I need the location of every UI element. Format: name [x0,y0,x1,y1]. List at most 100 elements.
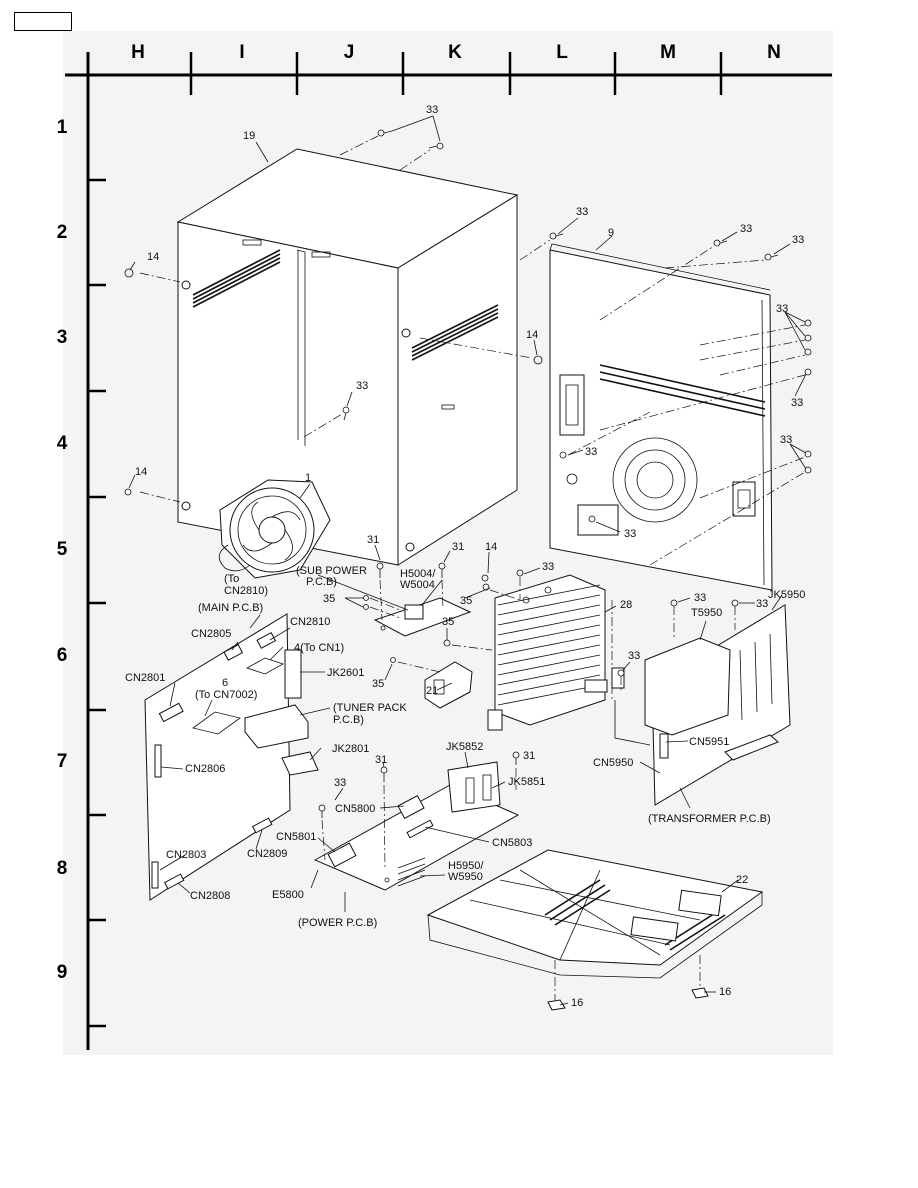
foot-left [547,999,566,1011]
part-ref-16-left: 16 [571,997,583,1009]
label-cn2808: CN2808 [190,890,230,902]
screw-ref-33: 33 [694,592,706,604]
label-h5950: H5950/ [448,860,484,872]
label-jk2801: JK2801 [332,743,369,755]
note-to-cn1: 4(To CN1) [294,642,344,654]
label-jk5950: JK5950 [768,589,805,601]
part-ref-9: 9 [608,227,614,239]
note-to-cn2810: (To [224,573,239,585]
screw-ref-14: 14 [147,251,159,263]
screw-ref-35: 35 [442,616,454,628]
row-label-2: 2 [57,222,68,243]
label-cn2803: CN2803 [166,849,206,861]
part-ref-1: 1 [305,472,311,484]
screw-ref-31: 31 [452,541,464,553]
row-label-5: 5 [57,539,68,560]
label-cn2806: CN2806 [185,763,225,775]
part-ref-19: 19 [243,130,255,142]
label-cn5800: CN5800 [335,803,375,815]
label-cn2801: CN2801 [125,672,165,684]
column-label-n: N [767,42,781,63]
part-ref-21: 21 [426,685,438,697]
note-to-cn7002: (To CN7002) [195,689,257,701]
screw-ref-33: 33 [792,234,804,246]
label-h5004: H5004/ [400,568,436,580]
label-cn2809: CN2809 [247,848,287,860]
note-sub-power: (SUB POWER [296,565,367,577]
sub-power-pcb [373,597,472,637]
label-cn5801: CN5801 [276,831,316,843]
row-label-3: 3 [57,327,68,348]
label-cn5950: CN5950 [593,757,633,769]
page-tab-box [14,12,72,31]
screw-ref-14: 14 [526,329,538,341]
column-label-j: J [344,42,355,63]
screw-ref-31: 31 [367,534,379,546]
row-label-4: 4 [57,433,68,454]
fan-assembly [218,479,331,579]
part-ref-22: 22 [736,874,748,886]
row-label-6: 6 [57,645,68,666]
label-cn5803: CN5803 [492,837,532,849]
screw-ref-33: 33 [624,528,636,540]
screw-ref-33: 33 [740,223,752,235]
part-ref-28: 28 [620,599,632,611]
row-label-8: 8 [57,858,68,879]
part-ref-16-right: 16 [719,986,731,998]
screw-ref-35: 35 [372,678,384,690]
screw-ref-33: 33 [576,206,588,218]
label-w5004: W5004 [400,579,435,591]
top-cabinet [176,148,519,566]
screw-ref-33: 33 [334,777,346,789]
main-pcb [144,613,319,901]
note-to-cn2810-2: CN2810) [224,585,268,597]
label-w5950: W5950 [448,871,483,883]
column-label-k: K [448,42,462,63]
note-transformer-pcb: (TRANSFORMER P.C.B) [648,813,771,825]
note-main-pcb: (MAIN P.C.B) [198,602,263,614]
screw-ref-33: 33 [356,380,368,392]
screw-ref-33: 33 [628,650,640,662]
screw-ref-14: 14 [135,466,147,478]
screw-ref-31: 31 [523,750,535,762]
screw-ref-33: 33 [776,303,788,315]
screw-ref-33: 33 [585,446,597,458]
screw-ref-35: 35 [460,595,472,607]
label-cn2805: CN2805 [191,628,231,640]
bottom-chassis [426,849,764,979]
label-jk2601: JK2601 [327,667,364,679]
column-label-m: M [660,42,676,63]
row-label-1: 1 [57,117,68,138]
screw-ref-33: 33 [791,397,803,409]
heatsink-28 [487,574,608,731]
transformer-pcb [611,604,791,806]
label-cn5951: CN5951 [689,736,729,748]
label-e5800: E5800 [272,889,304,901]
screw-ref-33: 33 [780,434,792,446]
grid-frame: H I J K L M N 1 2 3 4 5 6 7 8 9 [57,42,832,1050]
row-label-7: 7 [57,751,68,772]
screw-ref-14: 14 [485,541,497,553]
screw-ref-35: 35 [323,593,335,605]
note-tuner-pack-2: P.C.B) [333,714,364,726]
leader-lines [128,115,807,1006]
note-six: 6 [222,677,228,689]
screw-ref-33: 33 [426,104,438,116]
screw-ref-33: 33 [756,598,768,610]
label-jk5851: JK5851 [508,776,545,788]
foot-right [691,987,709,999]
power-pcb [313,761,520,891]
column-label-h: H [131,42,145,63]
label-cn2810: CN2810 [290,616,330,628]
note-power-pcb: (POWER P.C.B) [298,917,377,929]
label-jk5852: JK5852 [446,741,483,753]
label-t5950: T5950 [691,607,722,619]
row-label-9: 9 [57,962,68,983]
note-tuner-pack: (TUNER PACK [333,702,407,714]
screw-ref-33: 33 [542,561,554,573]
note-sub-power-2: P.C.B) [306,576,337,588]
column-label-i: I [239,42,244,63]
column-label-l: L [556,42,568,63]
rear-panel [549,243,773,591]
